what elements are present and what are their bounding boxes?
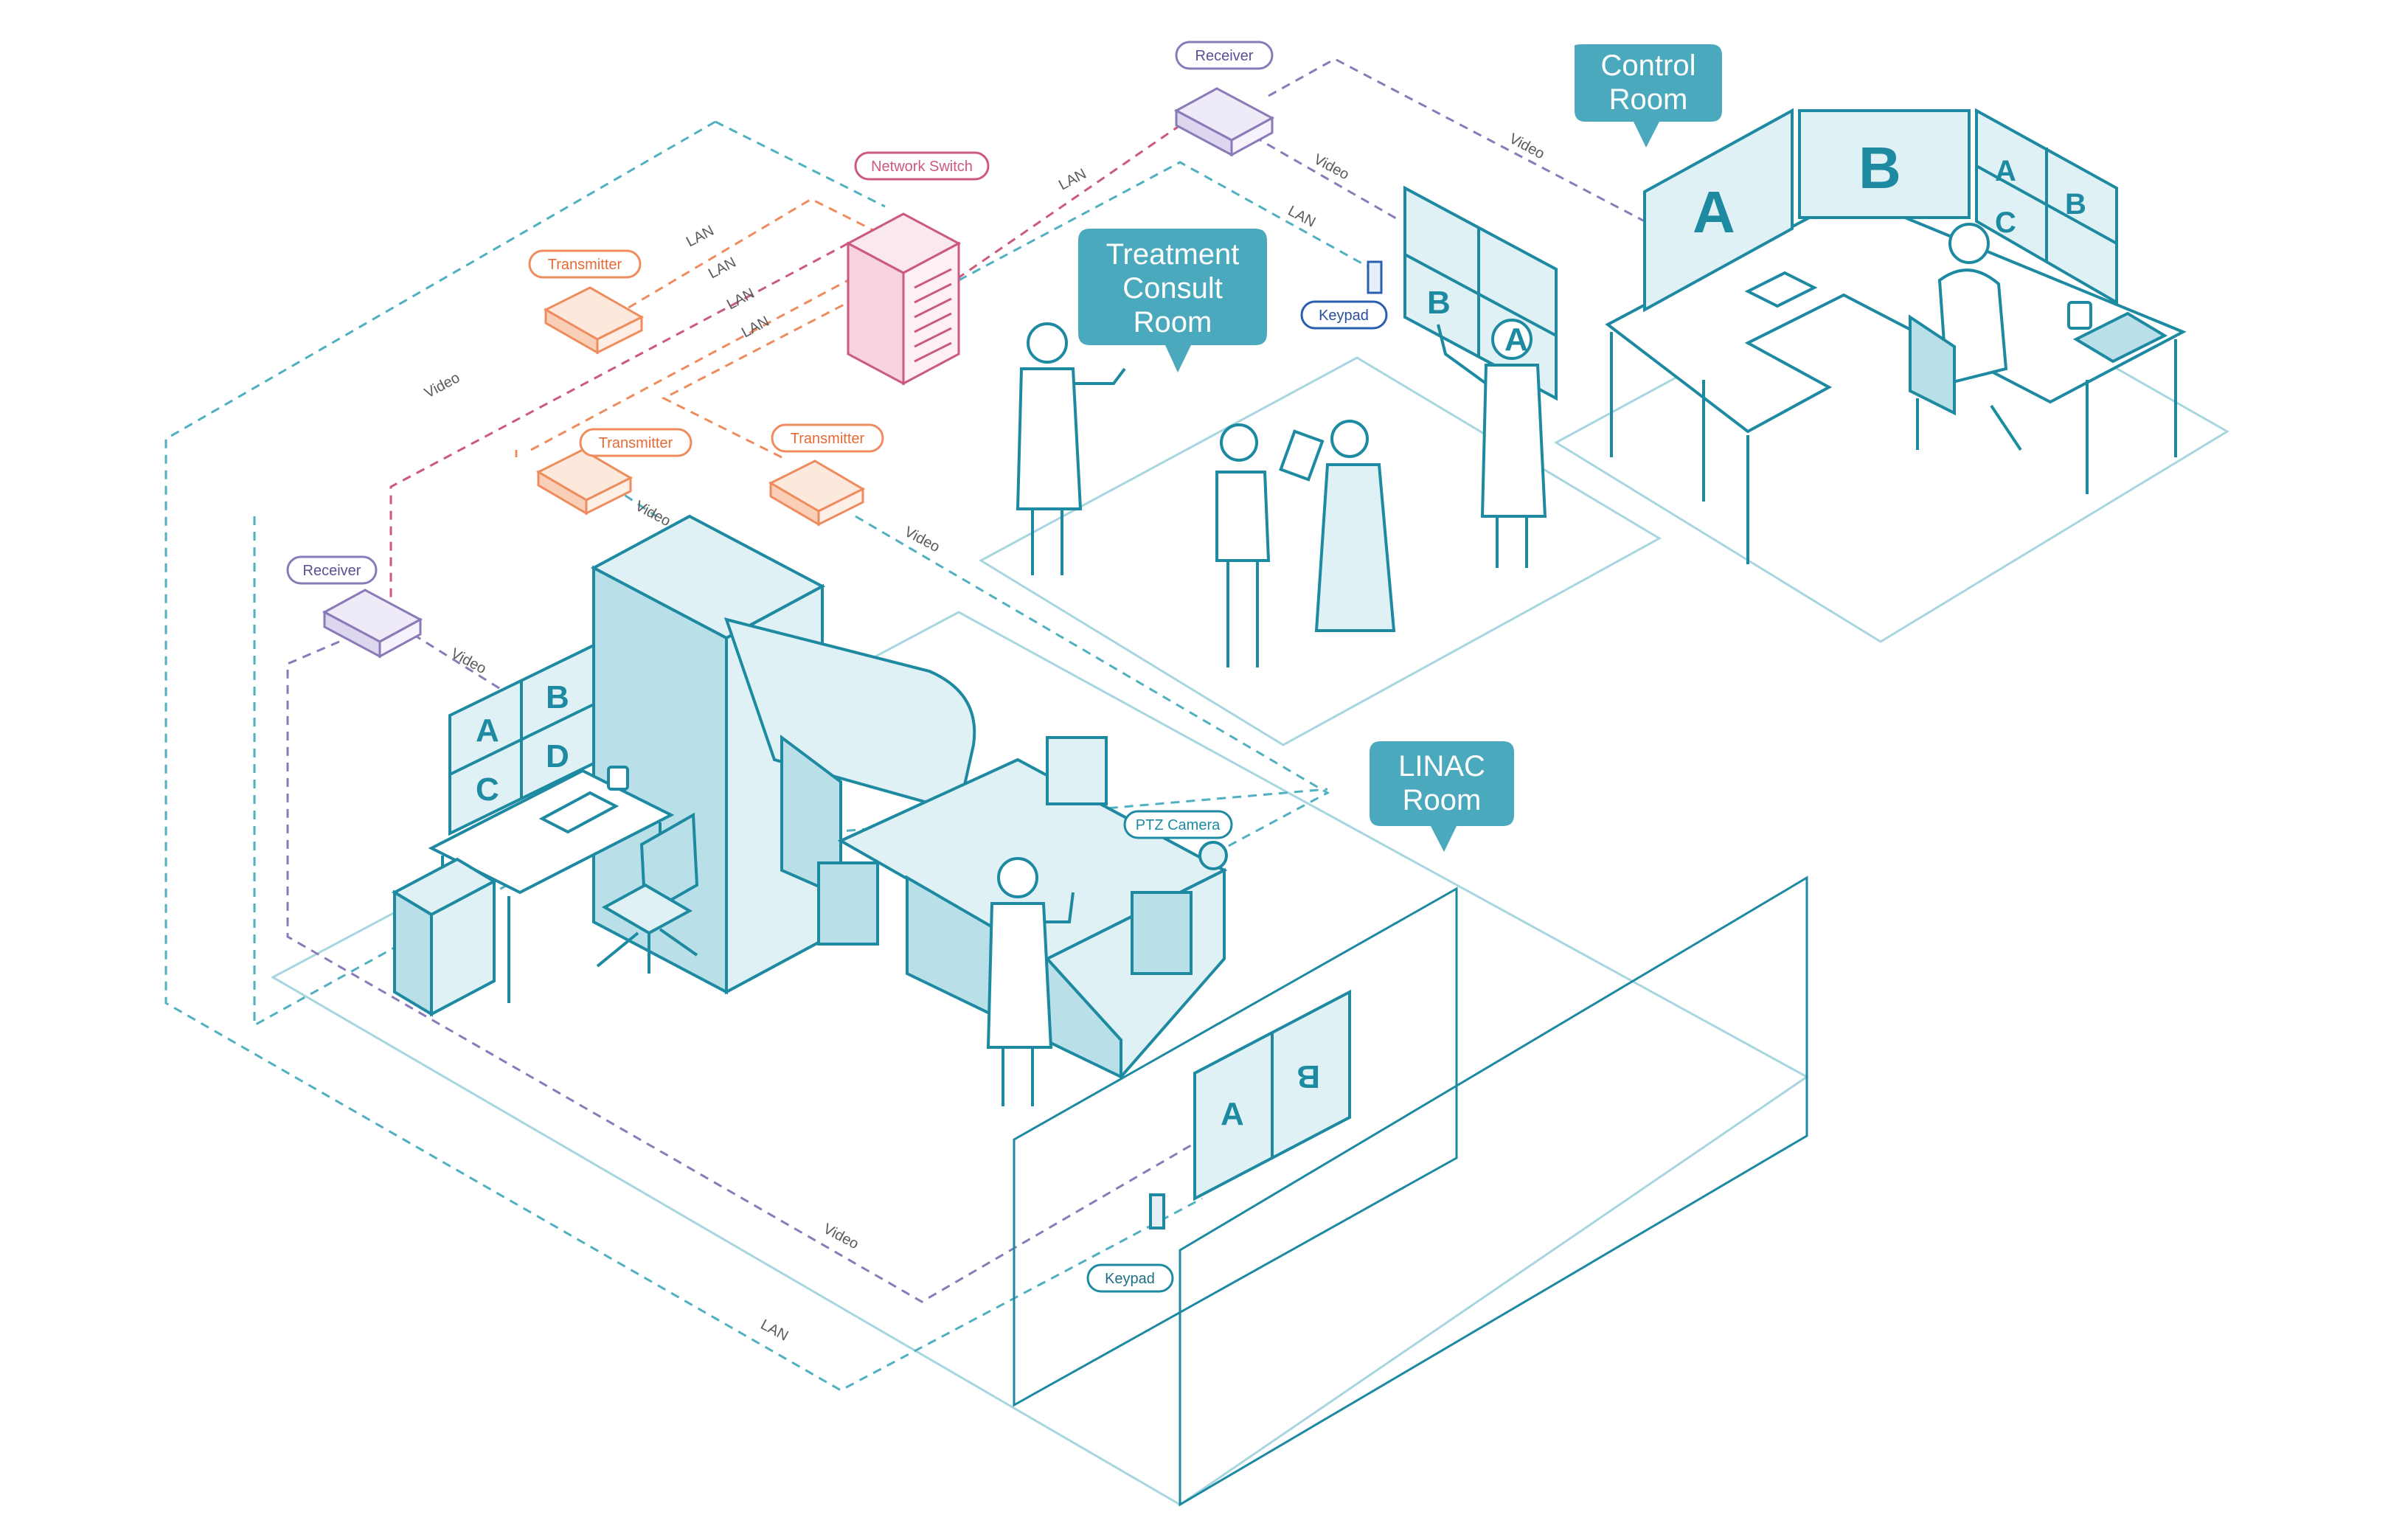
linac-glass-wall-side xyxy=(1179,875,1808,1507)
linac-screen-letters: A B C D A B xyxy=(476,679,1320,1132)
wire-label-video-3: Video xyxy=(1507,131,1547,162)
consult-floor xyxy=(978,356,1662,746)
control-screen-right-letter-3: C xyxy=(1995,207,2016,239)
wire-label-lan-3: LAN xyxy=(724,285,757,313)
ptz-camera-label: PTZ Camera xyxy=(1123,810,1233,839)
linac-wall-letter-b: B xyxy=(1297,1058,1320,1095)
linac-room xyxy=(391,514,1808,1507)
receiver-top-device xyxy=(1173,87,1275,157)
transmitter-top-device xyxy=(543,286,645,355)
control-screen-right-letter-2: B xyxy=(2065,188,2086,221)
network-switch-rack xyxy=(845,212,962,386)
transmitter-top-label: Transmitter xyxy=(528,249,642,279)
linac-glass-wall-front xyxy=(1013,887,1458,1407)
transmitter-right-device xyxy=(768,459,866,527)
video-wire-desk-wall xyxy=(286,640,1195,1303)
control-screen-right-letter-1: A xyxy=(1995,155,2016,187)
lan-wire-top xyxy=(715,120,886,208)
wire-label-video-6: Video xyxy=(448,645,489,677)
ptz-camera-text: PTZ Camera xyxy=(1136,817,1221,833)
linac-desk-letter-b: B xyxy=(546,679,569,715)
transmitter-mid-text: Transmitter xyxy=(599,435,673,451)
linac-desk-letter-d: D xyxy=(546,738,569,774)
control-screen-center-letter: B xyxy=(1858,135,1901,201)
transmitter-mid-label: Transmitter xyxy=(579,428,693,457)
keypad-consult-text: Keypad xyxy=(1319,308,1369,324)
control-monitor-left xyxy=(1643,108,1794,313)
receiver-left-label: Receiver xyxy=(286,555,378,585)
wire-label-lan-4: LAN xyxy=(739,313,772,341)
receiver-top-label: Receiver xyxy=(1175,41,1274,70)
keypad-linac-text: Keypad xyxy=(1105,1271,1155,1287)
lan-wire-switch-left xyxy=(389,242,849,601)
wire-label-video-1: Video xyxy=(422,370,462,401)
keypad-consult-label: Keypad xyxy=(1300,300,1388,330)
device-label-pills: Receiver Receiver Network Switch Transmi… xyxy=(286,41,1388,1293)
wire-label-video-5: Video xyxy=(902,524,943,555)
wire-label-lan-6: LAN xyxy=(1285,203,1319,231)
wire-label-lan-5: LAN xyxy=(1056,166,1089,194)
wire-label-video-4: Video xyxy=(633,498,673,530)
network-switch-text: Network Switch xyxy=(871,159,973,175)
lan-wire-transmitter-mid xyxy=(530,279,849,451)
wire-label-video-2: Video xyxy=(1311,151,1352,183)
transmitter-right-text: Transmitter xyxy=(791,431,865,447)
receiver-top-text: Receiver xyxy=(1195,48,1254,64)
transmitter-top-text: Transmitter xyxy=(548,257,622,273)
control-room xyxy=(1605,108,2187,564)
lan-wire-transmitter-right xyxy=(661,301,849,459)
lan-wire-outer xyxy=(164,120,1203,1392)
wire-label-lan-7: LAN xyxy=(758,1317,791,1345)
consult-screen-letter-1: B xyxy=(1427,285,1451,321)
linac-desk-letter-a: A xyxy=(476,712,499,749)
transmitter-right-label: Transmitter xyxy=(771,423,884,453)
network-switch-label: Network Switch xyxy=(854,151,990,181)
control-monitor-center xyxy=(1798,109,1971,219)
video-wire-rx-desk xyxy=(412,633,502,691)
control-screen-left-letter: A xyxy=(1693,179,1735,245)
linac-wall-letter-a: A xyxy=(1221,1096,1244,1132)
lan-wire-switch-rxtop xyxy=(943,124,1181,289)
consult-room xyxy=(1016,185,1558,667)
linac-desk-letter-c: C xyxy=(476,771,499,808)
lan-wire-switch-receiver xyxy=(958,161,1380,282)
wire-label-lan-1: LAN xyxy=(684,223,717,251)
consult-screen-letter-2: A xyxy=(1504,322,1528,358)
receiver-left-text: Receiver xyxy=(303,563,361,579)
video-wire-ptz xyxy=(855,515,1330,850)
control-screen-letters: A B A B C xyxy=(1693,135,2086,245)
keypad-linac-label: Keypad xyxy=(1086,1263,1174,1293)
video-wire-rx-consult xyxy=(1253,135,1402,223)
receiver-left-device xyxy=(322,589,423,659)
transmitter-mid-device xyxy=(535,448,634,516)
consult-screen-letters: B A xyxy=(1427,285,1528,358)
